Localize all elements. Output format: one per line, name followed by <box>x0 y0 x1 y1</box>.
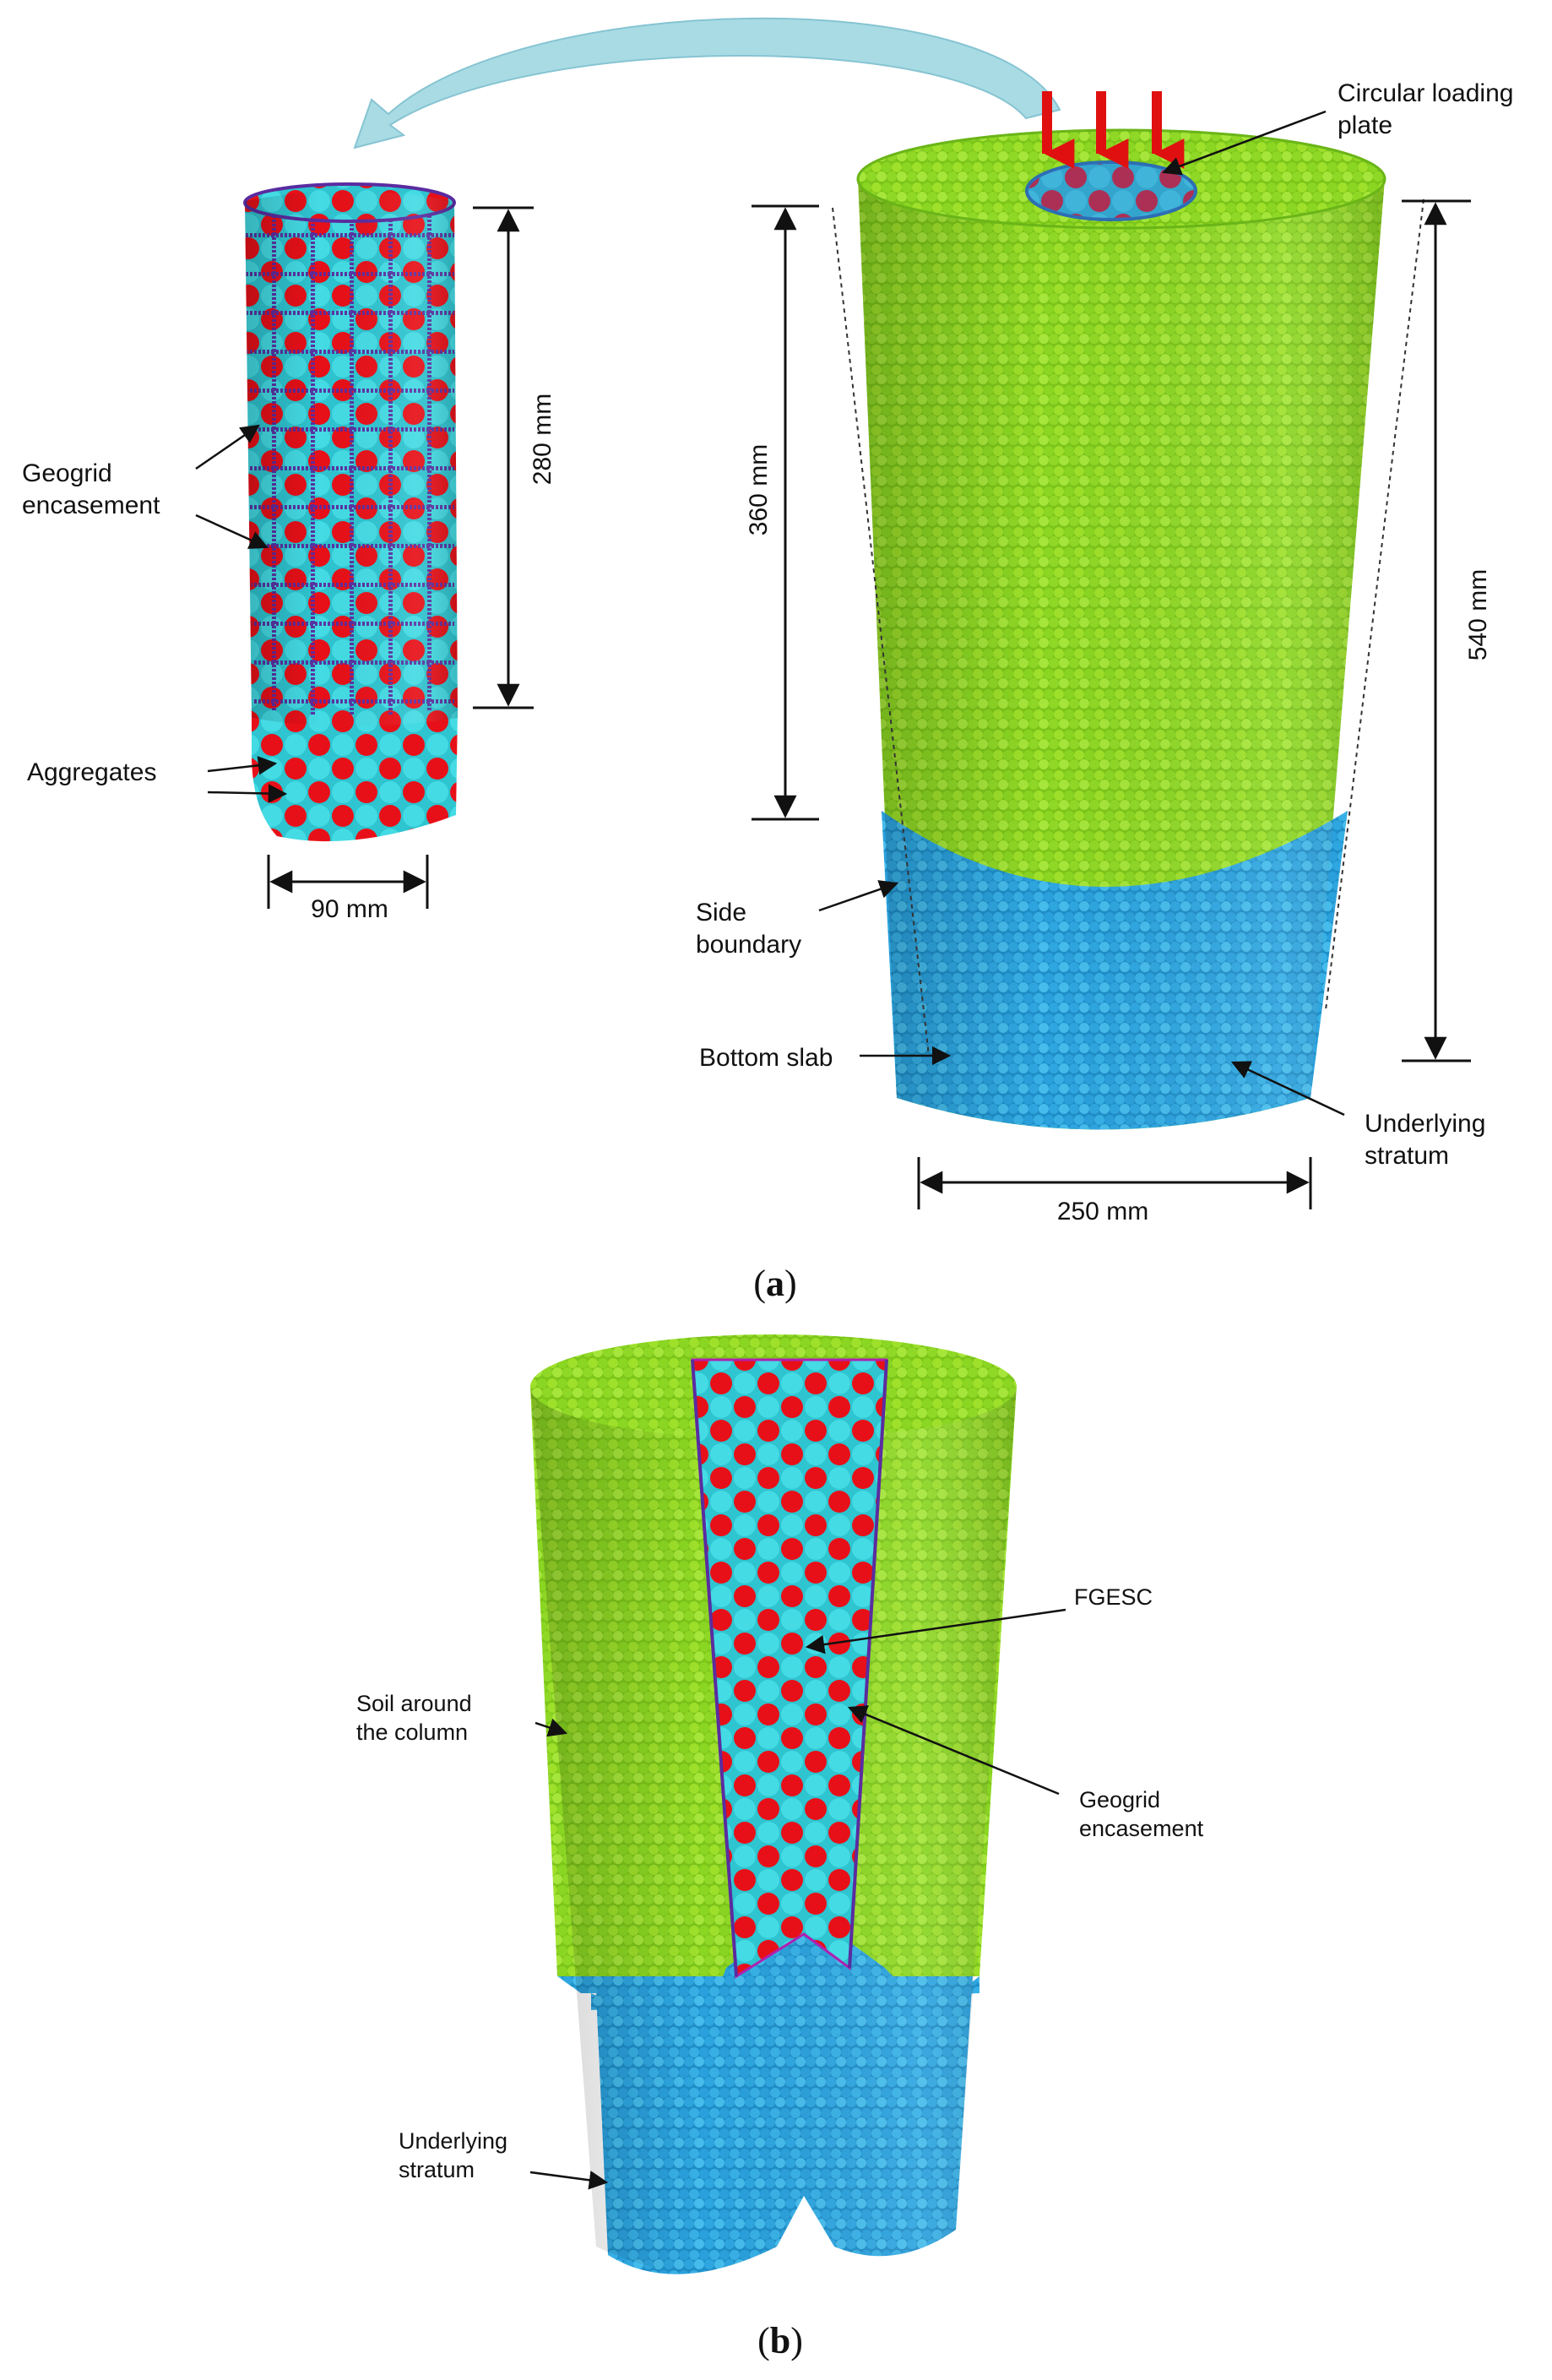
side-boundary-line <box>1325 198 1424 1011</box>
caption-a: (a) <box>753 1263 796 1304</box>
dim-280mm <box>473 206 534 709</box>
encased-column-model <box>243 182 458 842</box>
dim-90mm <box>267 855 429 909</box>
dim-540mm <box>1402 199 1471 1062</box>
cutaway-model <box>530 1334 1017 2274</box>
label-side-boundary: Side <box>696 899 746 926</box>
label-fgesc: FGESC <box>1074 1584 1153 1610</box>
pointer-arrows-a <box>195 110 1345 1117</box>
label-underlying-stratum: Underlying <box>1365 1110 1485 1138</box>
label-underlying-stratum-b: Underlying <box>399 2128 507 2154</box>
side-boundary-line <box>832 207 930 1057</box>
test-tank-model <box>856 128 1386 1130</box>
label-underlying-stratum-b-2: stratum <box>399 2157 475 2182</box>
label-geogrid-encasement-b-2: encasement <box>1079 1816 1204 1841</box>
dim-250mm <box>917 1157 1312 1209</box>
label-circular-loading-plate-2: plate <box>1338 111 1392 139</box>
label-underlying-stratum-2: stratum <box>1365 1142 1449 1170</box>
label-side-boundary-2: boundary <box>696 931 801 959</box>
label-aggregates: Aggregates <box>27 758 156 786</box>
label-geogrid-encasement-2: encasement <box>22 492 160 519</box>
caption-b: (b) <box>757 2320 803 2361</box>
label-geogrid-encasement: Geogrid <box>22 459 112 487</box>
label-geogrid-encasement-b: Geogrid <box>1079 1787 1160 1812</box>
dim-360mm <box>752 204 819 821</box>
transfer-arrow-icon <box>353 17 1061 149</box>
dim-label-250mm: 250 mm <box>1057 1198 1148 1225</box>
dim-label-360mm: 360 mm <box>745 444 773 535</box>
pointer-arrows-b <box>529 1608 1066 2190</box>
dim-label-540mm: 540 mm <box>1464 569 1492 660</box>
dim-label-90mm: 90 mm <box>311 895 388 923</box>
label-soil-around-2: the column <box>356 1720 468 1745</box>
load-arrows <box>1042 91 1185 169</box>
label-circular-loading-plate: Circular loading <box>1338 79 1513 107</box>
dim-label-280mm: 280 mm <box>529 394 556 485</box>
label-bottom-slab: Bottom slab <box>699 1044 833 1072</box>
label-soil-around: Soil around <box>356 1691 472 1716</box>
